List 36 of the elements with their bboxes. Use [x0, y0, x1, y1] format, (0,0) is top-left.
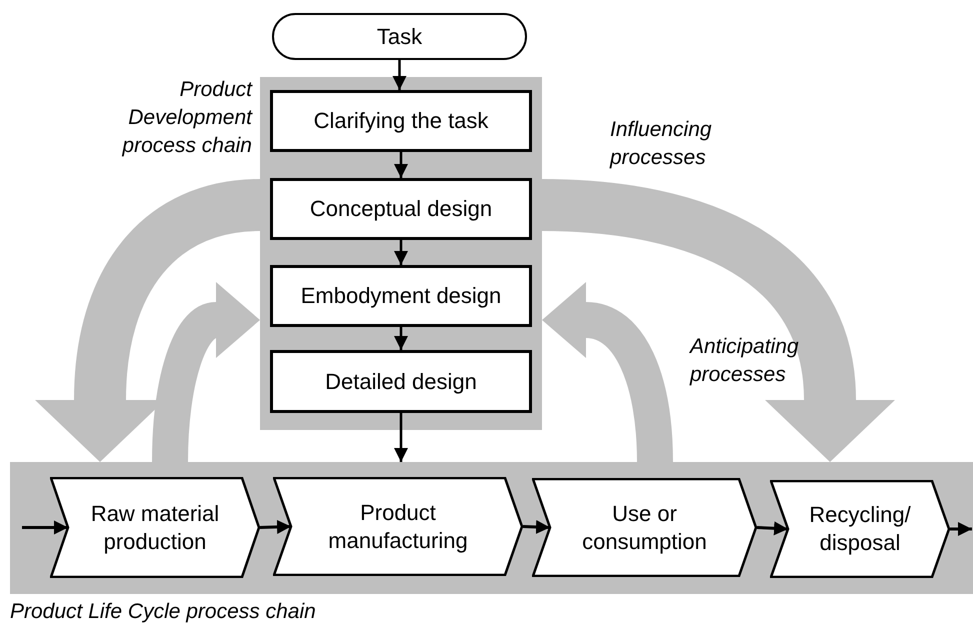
box-label: Use or consumption: [581, 500, 708, 556]
arrow: [522, 520, 550, 534]
arrow: [392, 60, 406, 90]
process-note: Influencing processes: [610, 117, 713, 171]
arrow: [950, 522, 972, 536]
box-label: Task: [376, 22, 422, 50]
box-label: Product manufacturing: [327, 498, 469, 554]
chevron-box: [50, 477, 260, 578]
arrow: [394, 240, 408, 265]
box-label: Raw material production: [90, 500, 220, 556]
arrow: [260, 520, 292, 534]
process-box: [270, 178, 532, 240]
chain-caption: Product Life Cycle process chain: [10, 599, 317, 625]
chain-caption: Product Development process chain: [120, 77, 252, 159]
chevron-box: [532, 478, 757, 577]
process-box: [270, 90, 532, 152]
terminal-box: [272, 13, 527, 60]
arrow: [756, 521, 788, 536]
process-box: [270, 350, 532, 413]
arrow: [394, 413, 408, 462]
box-label: Conceptual design: [310, 195, 492, 223]
process-chain-band: [10, 462, 973, 594]
chevron-box: [273, 477, 523, 576]
box-label: Detailed design: [325, 368, 477, 396]
process-box: [270, 265, 532, 327]
chevron-box: [770, 480, 950, 578]
process-chain-band: [260, 77, 542, 430]
arrow: [394, 152, 408, 178]
process-flow-arrow: [35, 179, 262, 462]
box-label: Recycling/ disposal: [808, 501, 912, 557]
process-flow-arrow: [541, 179, 895, 462]
box-label: Embodyment design: [300, 282, 502, 310]
process-note: Anticipating processes: [690, 334, 800, 388]
arrow: [22, 520, 68, 534]
box-label: Clarifying the task: [314, 107, 488, 135]
arrow: [394, 327, 408, 350]
